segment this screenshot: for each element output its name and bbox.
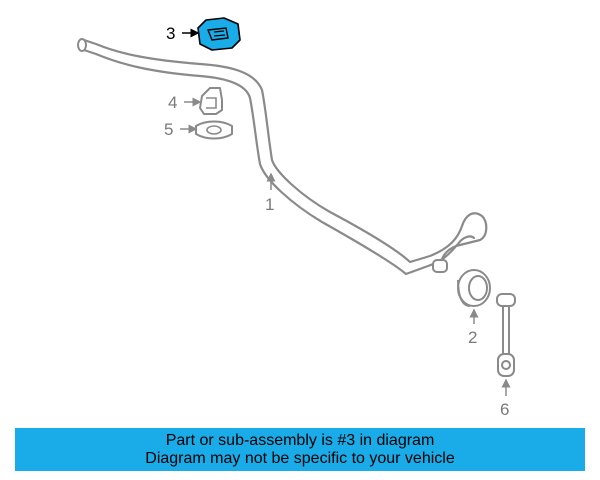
stabilizer-bar-diagram: 3 4 5 1 2 6 [77, 17, 516, 419]
callout-4[interactable]: 4 [168, 93, 177, 112]
callout-6[interactable]: 6 [500, 400, 509, 419]
callout-1[interactable]: 1 [265, 195, 274, 214]
bushing-part-3-highlighted[interactable] [197, 17, 241, 51]
bushing-part-2[interactable] [457, 269, 491, 307]
callout-2[interactable]: 2 [468, 328, 477, 347]
stabilizer-link-part-6[interactable] [496, 293, 516, 377]
bracket-part-4[interactable] [199, 87, 223, 115]
stabilizer-bar[interactable] [77, 38, 488, 276]
callout-3[interactable]: 3 [166, 24, 175, 43]
banner-line-part-info: Part or sub-assembly is #3 in diagram [165, 432, 435, 449]
callout-5[interactable]: 5 [164, 120, 173, 139]
clamp-part-5[interactable] [195, 120, 233, 140]
info-banner: Part or sub-assembly is #3 in diagram Di… [15, 428, 585, 471]
banner-line-disclaimer: Diagram may not be specific to your vehi… [145, 450, 455, 467]
